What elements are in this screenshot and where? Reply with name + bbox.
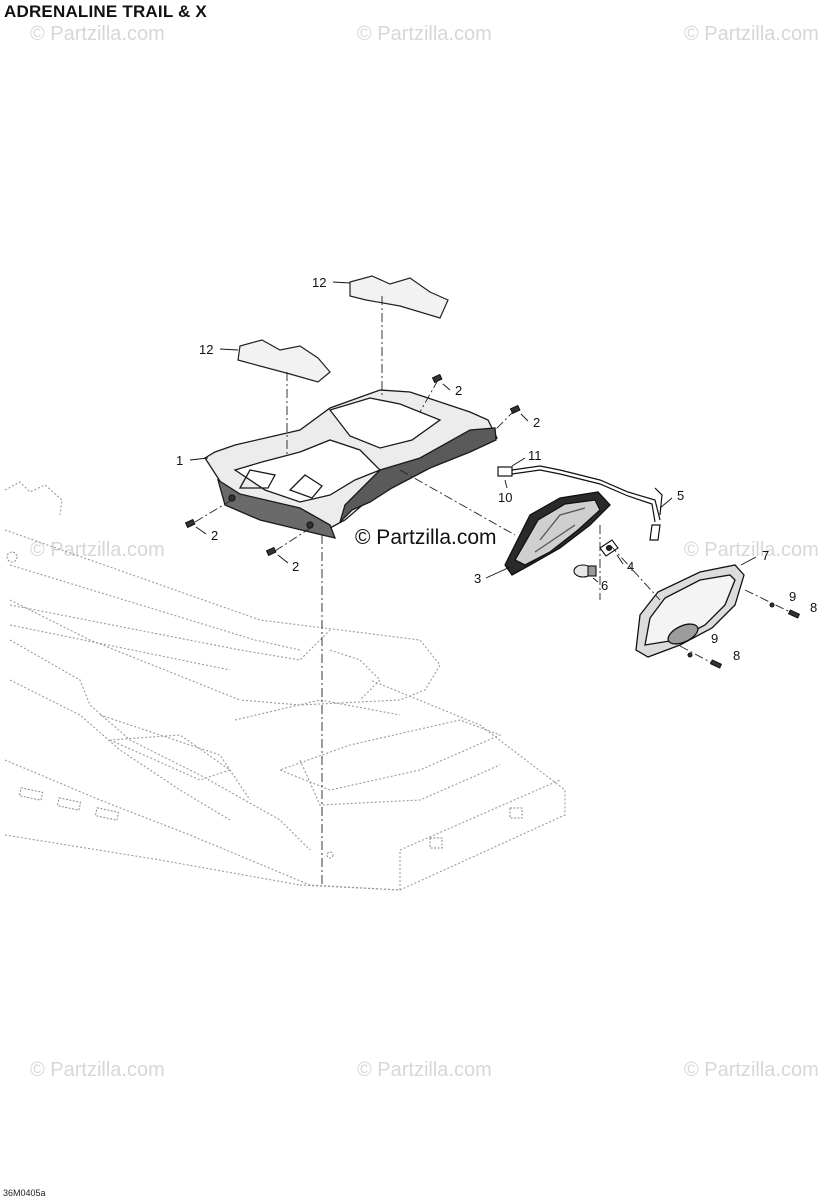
callout-7: 7	[762, 548, 769, 563]
callout-12: 12	[199, 342, 213, 357]
callout-2: 2	[455, 383, 462, 398]
rear-rack-base	[204, 389, 498, 539]
callout-8: 8	[810, 600, 817, 615]
watermark: © Partzilla.com	[30, 1059, 165, 1081]
callout-2: 2	[211, 528, 218, 543]
watermarks: © Partzilla.com © Partzilla.com © Partzi…	[30, 23, 819, 1081]
callout-1: 1	[176, 453, 183, 468]
leader-lines	[189, 281, 757, 583]
tail-light-housing	[504, 491, 611, 576]
screw	[184, 373, 521, 557]
watermark: © Partzilla.com	[684, 1059, 819, 1081]
lens-screws	[687, 602, 801, 669]
callout-2: 2	[292, 559, 299, 574]
callout-3: 3	[474, 571, 481, 586]
callout-5: 5	[677, 488, 684, 503]
wire-harness	[497, 465, 663, 541]
callout-8: 8	[733, 648, 740, 663]
callout-6: 6	[601, 578, 608, 593]
callout-4: 4	[627, 559, 634, 574]
tail-light-lens	[635, 564, 745, 658]
foam-pad	[237, 275, 449, 383]
part-callouts: 1 2 2 2 2 3 4 5 6 7 8 8 9 9 10 11 12 12	[176, 275, 817, 663]
watermark: © Partzilla.com	[30, 539, 165, 561]
diagram-title: ADRENALINE TRAIL & X	[4, 2, 207, 21]
chassis-tunnel	[4, 481, 566, 891]
callout-10: 10	[498, 490, 512, 505]
callout-12: 12	[312, 275, 326, 290]
bulb-and-bracket	[573, 539, 619, 578]
center-watermark: © Partzilla.com	[355, 526, 497, 549]
watermark: © Partzilla.com	[30, 23, 165, 45]
watermark: © Partzilla.com	[684, 23, 819, 45]
assembly-lines	[194, 296, 791, 885]
callout-2: 2	[533, 415, 540, 430]
callout-9: 9	[789, 589, 796, 604]
watermark: © Partzilla.com	[357, 23, 492, 45]
callout-9: 9	[711, 631, 718, 646]
callout-11: 11	[528, 448, 542, 463]
watermark: © Partzilla.com	[684, 539, 819, 561]
watermark: © Partzilla.com	[357, 1059, 492, 1081]
drawing-code: 36M0405a	[3, 1188, 46, 1198]
tunnel-slots	[6, 551, 523, 859]
